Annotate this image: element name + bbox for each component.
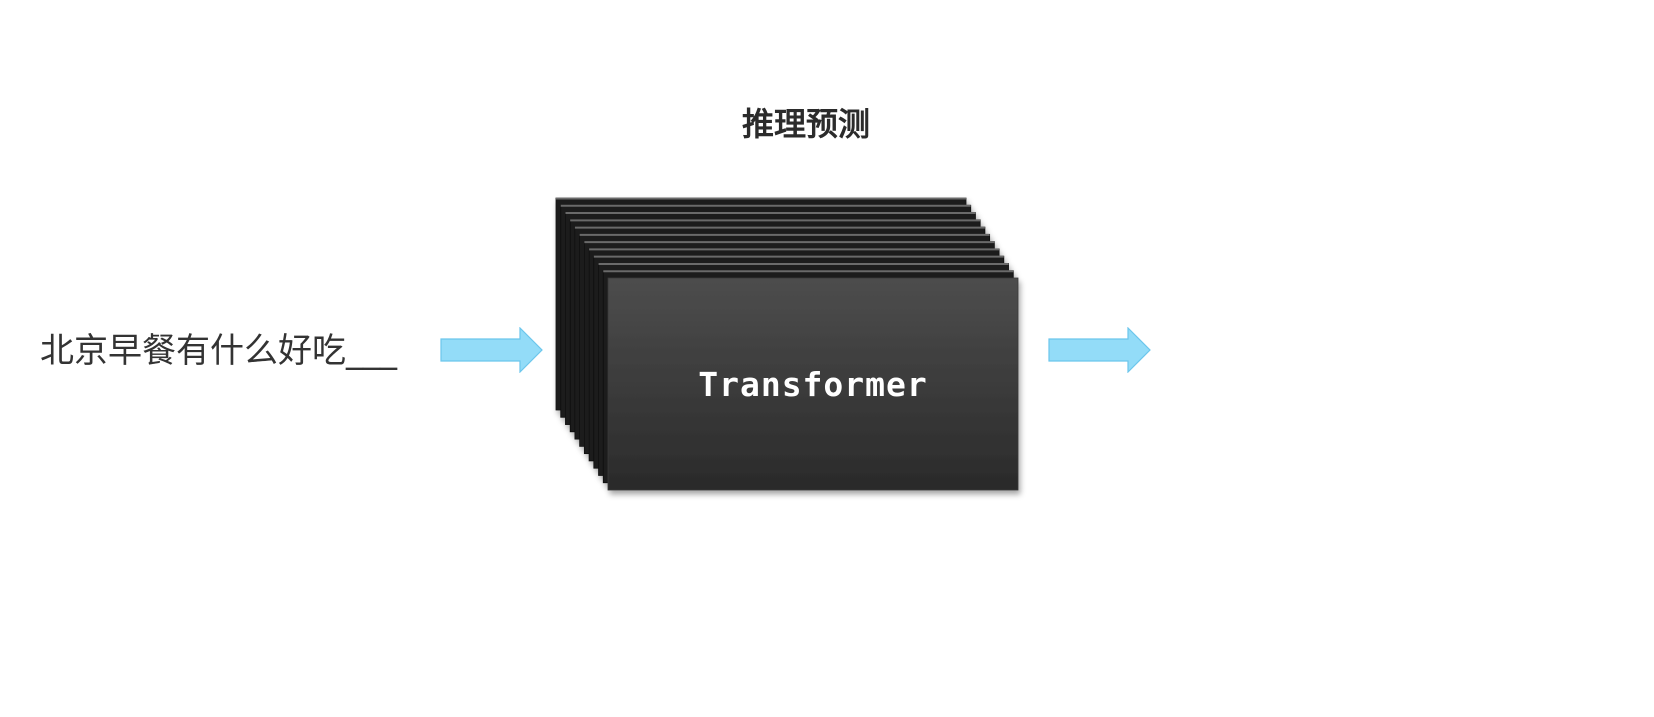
transformer-layers [555,197,1019,491]
transformer-front-layer [607,277,1019,491]
right-arrow-icon [440,327,543,373]
transformer-label: Transformer [698,364,928,404]
right-arrow-icon [1048,327,1151,373]
input-arrow-shape [440,327,543,373]
diagram-title: 推理预测 [741,105,870,143]
input-sentence: 北京早餐有什么好吃___ [40,331,397,371]
output-arrow-shape [1048,327,1151,373]
